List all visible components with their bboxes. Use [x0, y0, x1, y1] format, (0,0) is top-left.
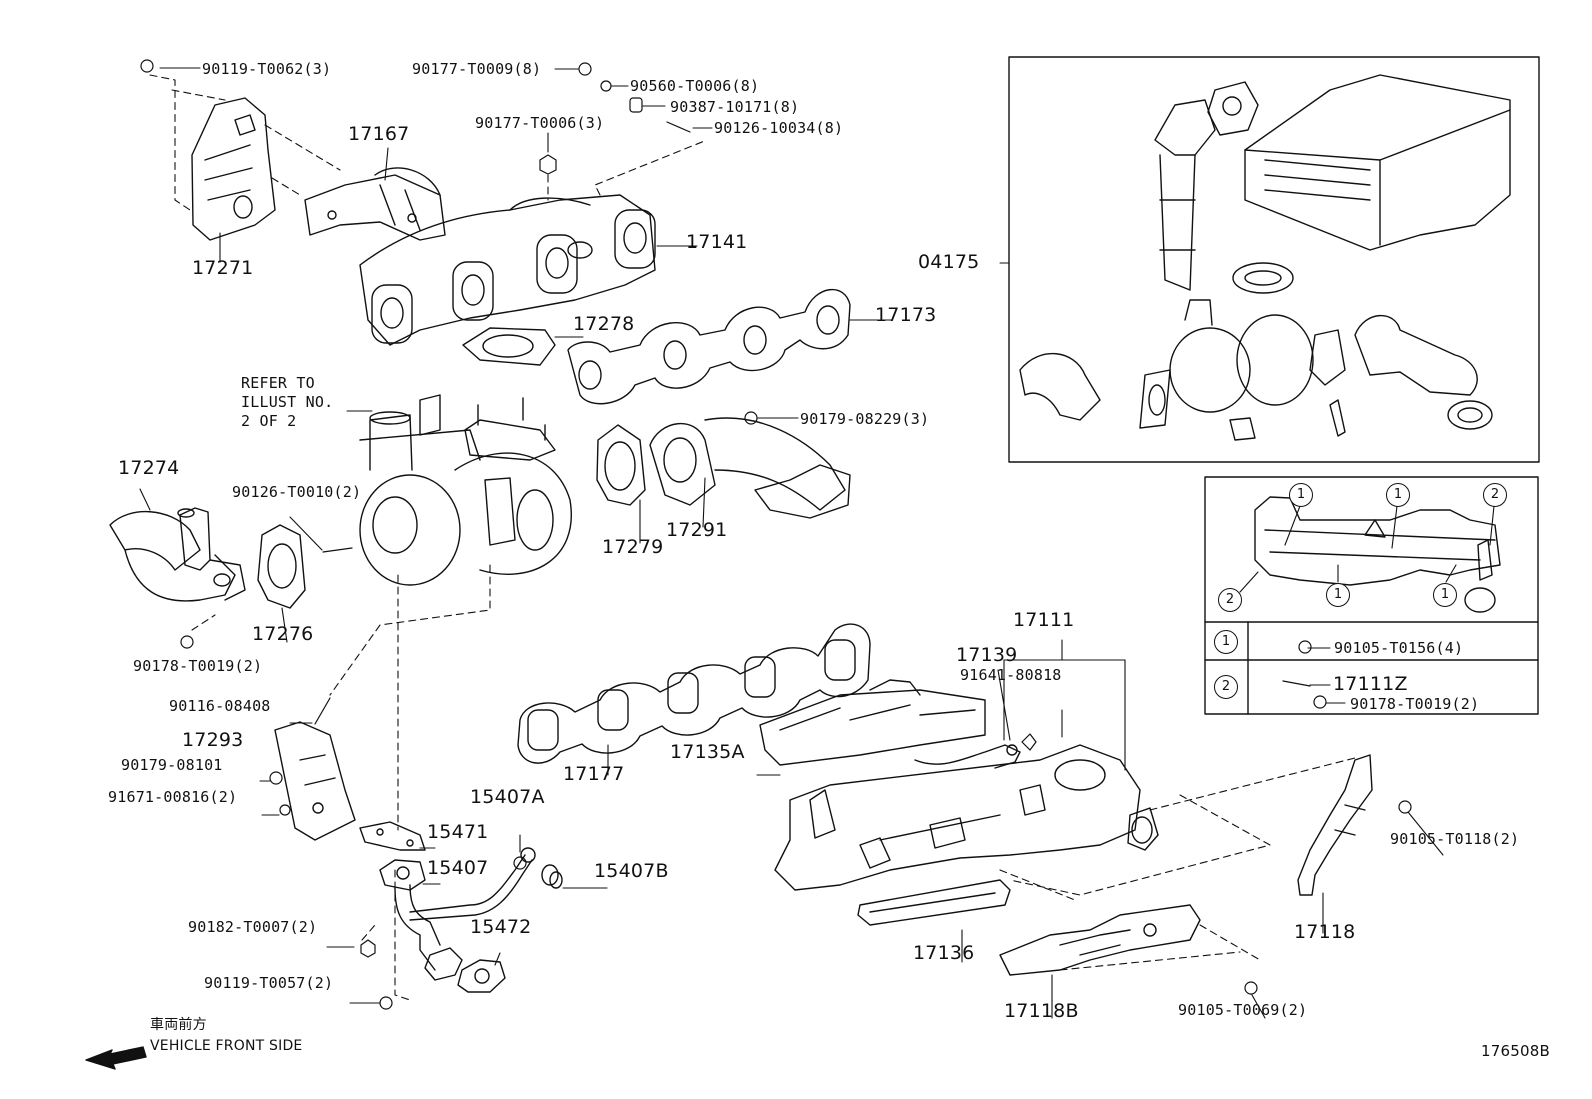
inset-turbo-assembly — [1019, 74, 1511, 441]
gasket-17173 — [567, 289, 851, 405]
assembly-inset-frame — [1008, 56, 1540, 463]
legend-callout: 2 — [1483, 483, 1507, 507]
fastener-label[interactable]: 90179-08101 — [121, 756, 223, 774]
part-label-17141[interactable]: 17141 — [686, 231, 748, 253]
fastener-label[interactable]: 90119-T0062(3) — [202, 60, 332, 78]
part-label-17111[interactable]: 17111 — [1013, 609, 1075, 631]
fastener-label[interactable]: 90179-08229(3) — [800, 410, 930, 428]
legend-callout: 1 — [1289, 483, 1313, 507]
fastener-label[interactable]: 90126-T0010(2) — [232, 483, 362, 501]
fastener-label[interactable]: 91641-80818 — [960, 666, 1062, 684]
heat-insulator-17167 — [304, 167, 446, 241]
part-label-17139[interactable]: 17139 — [956, 644, 1018, 666]
part-label-17135A[interactable]: 17135A — [670, 741, 745, 763]
legend-callout: 1 — [1433, 583, 1457, 607]
gasket-17276 — [257, 524, 306, 609]
part-label-17293[interactable]: 17293 — [182, 729, 244, 751]
fastener-label[interactable]: 90178-T0019(2) — [133, 657, 263, 675]
fastener-label[interactable]: 90126-10034(8) — [714, 119, 844, 137]
part-label-17279[interactable]: 17279 — [602, 536, 664, 558]
fastener-label[interactable]: 90105-T0118(2) — [1390, 830, 1520, 848]
legend-row2-marker: 2 — [1214, 675, 1238, 699]
fastener-label[interactable]: 90119-T0057(2) — [204, 974, 334, 992]
turbocharger-assembly — [359, 394, 572, 586]
front-arrow-icon — [85, 1046, 147, 1070]
refer-note: REFER TO ILLUST NO. 2 OF 2 — [241, 374, 334, 430]
intake-manifold-17111 — [774, 744, 1159, 891]
gasket-17278 — [462, 327, 556, 366]
fastener-label[interactable]: 90177-T0009(8) — [412, 60, 542, 78]
cover-17135A — [759, 679, 986, 766]
leader-lines — [139, 67, 1444, 1019]
gasket-15472 — [457, 959, 506, 993]
part-label-17291[interactable]: 17291 — [666, 519, 728, 541]
fasteners — [140, 59, 1412, 1010]
gasket-17177 — [517, 623, 871, 764]
air-hose-17274 — [109, 507, 246, 602]
part-label-17118[interactable]: 17118 — [1294, 921, 1356, 943]
assembly-dashed-lines — [149, 74, 1356, 1001]
union-15407B — [541, 864, 563, 889]
front-direction-en: VEHICLE FRONT SIDE — [150, 1038, 303, 1054]
part-label-15471[interactable]: 15471 — [427, 821, 489, 843]
part-label-15472[interactable]: 15472 — [470, 916, 532, 938]
legend-row1-marker: 1 — [1214, 630, 1238, 654]
legend-row2-part-b[interactable]: 90178-T0019(2) — [1350, 695, 1480, 713]
plate-15471 — [359, 821, 426, 851]
legend-manifold-drawing — [1254, 496, 1501, 613]
part-label-15407A[interactable]: 15407A — [470, 786, 545, 808]
part-label-17276[interactable]: 17276 — [252, 623, 314, 645]
front-direction-jp: 車両前方 — [150, 1017, 207, 1033]
part-label-17136[interactable]: 17136 — [913, 942, 975, 964]
part-label-04175[interactable]: 04175 — [918, 251, 980, 273]
legend-callout: 1 — [1386, 483, 1410, 507]
part-label-17278[interactable]: 17278 — [573, 313, 635, 335]
legend-frame — [1204, 476, 1539, 715]
gasket-17279 — [596, 424, 646, 506]
legend-callout: 2 — [1218, 588, 1242, 612]
exhaust-manifold-17141 — [359, 194, 656, 346]
part-label-17118B[interactable]: 17118B — [1004, 1000, 1079, 1022]
fastener-label[interactable]: 90105-T0069(2) — [1178, 1001, 1308, 1019]
legend-row1-part[interactable]: 90105-T0156(4) — [1334, 639, 1464, 657]
figure-code: 176508B — [1481, 1042, 1550, 1060]
legend-row2-part-a[interactable]: 17111Z — [1333, 673, 1408, 695]
sensor-17139 — [914, 744, 1021, 769]
legend-callout: 1 — [1326, 583, 1350, 607]
cover-17136 — [857, 879, 1011, 926]
part-label-15407B[interactable]: 15407B — [594, 860, 669, 882]
part-label-17274[interactable]: 17274 — [118, 457, 180, 479]
fastener-label[interactable]: 90177-T0006(3) — [475, 114, 605, 132]
bracket-17118 — [1297, 754, 1373, 896]
part-label-17271[interactable]: 17271 — [192, 257, 254, 279]
fastener-label[interactable]: 91671-00816(2) — [108, 788, 238, 806]
bracket-17118B — [999, 904, 1201, 976]
part-label-15407[interactable]: 15407 — [427, 857, 489, 879]
bracket-17293 — [274, 721, 356, 841]
fastener-label[interactable]: 90116-08408 — [169, 697, 271, 715]
heat-insulator-17271 — [191, 97, 276, 241]
fastener-label[interactable]: 90182-T0007(2) — [188, 918, 318, 936]
fastener-label[interactable]: 90387-10171(8) — [670, 98, 800, 116]
exhaust-pipe-17291 — [649, 417, 851, 519]
fastener-label[interactable]: 90560-T0006(8) — [630, 77, 760, 95]
part-label-17173[interactable]: 17173 — [875, 304, 937, 326]
part-label-17177[interactable]: 17177 — [563, 763, 625, 785]
part-label-17167[interactable]: 17167 — [348, 123, 410, 145]
